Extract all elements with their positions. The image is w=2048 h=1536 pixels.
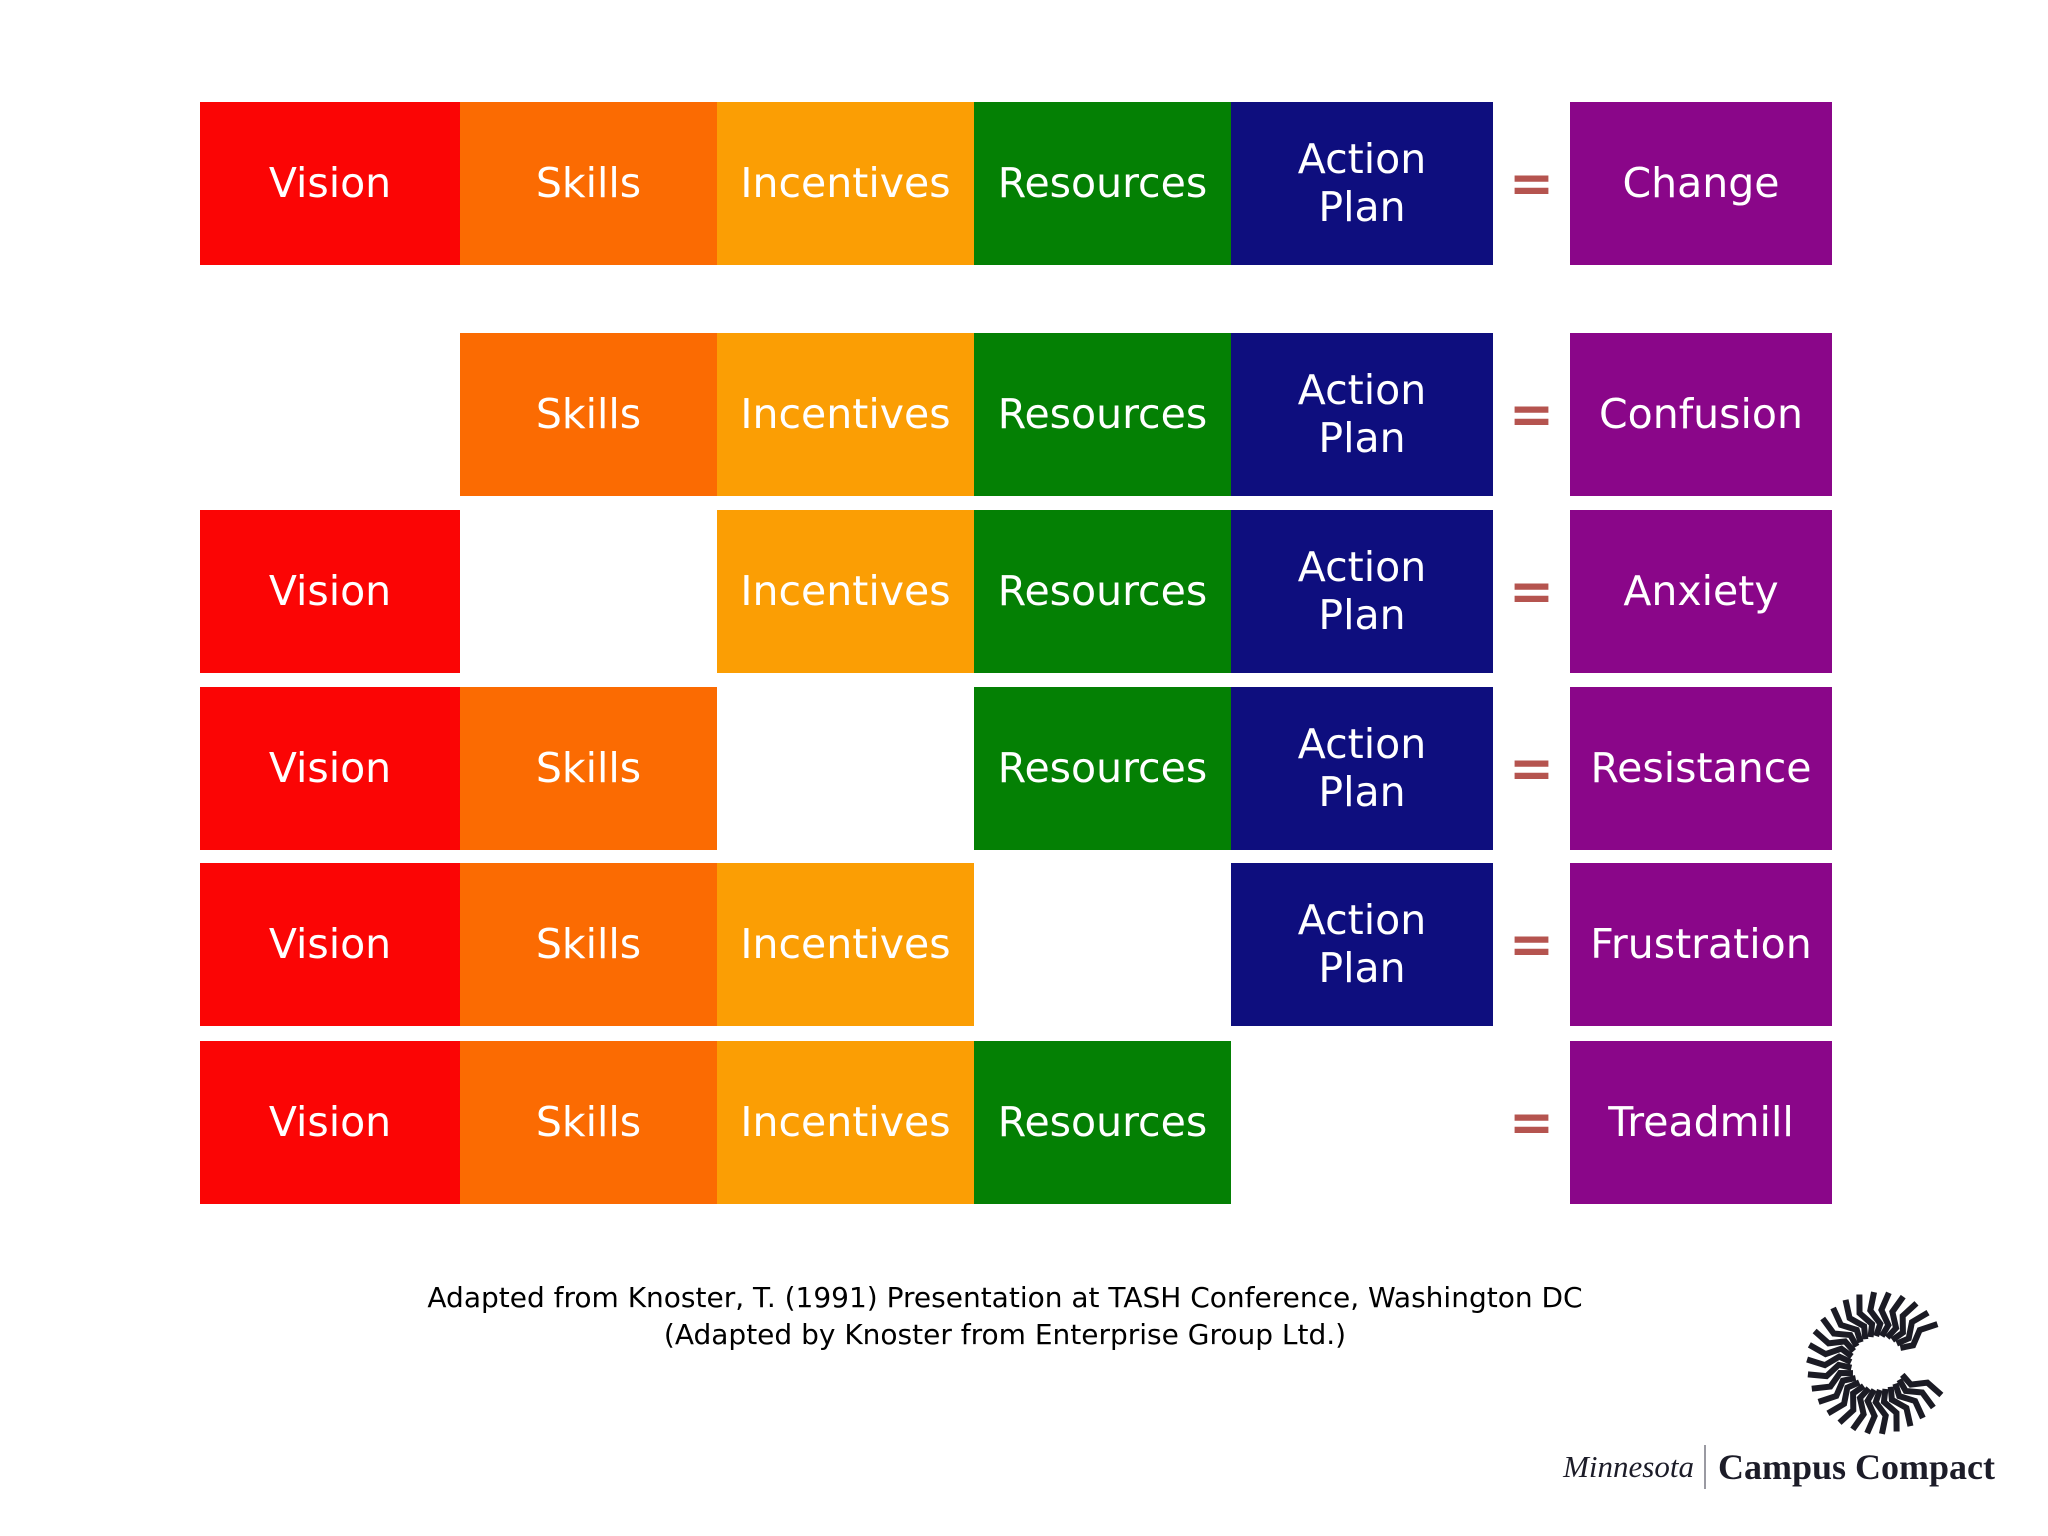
result-block-resistance: Resistance	[1570, 687, 1832, 850]
block-vision: Vision	[200, 863, 460, 1026]
result-label: Confusion	[1599, 389, 1803, 438]
block-label: Action Plan	[1297, 720, 1427, 816]
block-incentives: Incentives	[717, 102, 974, 265]
block-label: Action Plan	[1297, 896, 1427, 992]
block-label: Resources	[997, 389, 1208, 438]
logo-state-name: Minnesota	[1563, 1449, 1694, 1484]
block-label: Vision	[268, 158, 392, 207]
block-skills: Skills	[460, 102, 717, 265]
minnesota-campus-compact-logo: Minnesota Campus Compact	[1563, 1285, 2030, 1515]
result-block-confusion: Confusion	[1570, 333, 1832, 496]
block-label: Incentives	[740, 389, 951, 438]
block-skills: Skills	[460, 333, 717, 496]
block-action-plan: Action Plan	[1231, 102, 1493, 265]
block-label: Action Plan	[1297, 543, 1427, 639]
logo-divider	[1703, 1445, 1706, 1489]
result-label: Resistance	[1590, 743, 1812, 792]
block-label: Vision	[268, 743, 392, 792]
equals-sign: =	[1508, 383, 1555, 446]
block-action-plan: Action Plan	[1231, 863, 1493, 1026]
block-label: Incentives	[740, 1097, 951, 1146]
citation-line-1: Adapted from Knoster, T. (1991) Presenta…	[427, 1281, 1583, 1314]
block-vision: Vision	[200, 1041, 460, 1204]
block-resources: Resources	[974, 1041, 1231, 1204]
block-label: Incentives	[740, 158, 951, 207]
citation: Adapted from Knoster, T. (1991) Presenta…	[0, 1279, 2010, 1353]
block-label: Resources	[997, 743, 1208, 792]
citation-line-2: (Adapted by Knoster from Enterprise Grou…	[663, 1318, 1347, 1351]
block-action-plan: Action Plan	[1231, 687, 1493, 850]
block-label: Incentives	[740, 919, 951, 968]
equals-sign: =	[1508, 152, 1555, 215]
block-vision: Vision	[200, 687, 460, 850]
block-label: Action Plan	[1297, 135, 1427, 231]
block-label: Skills	[535, 919, 642, 968]
logo-org-name: Campus Compact	[1717, 1447, 1995, 1487]
block-action-plan: Action Plan	[1231, 510, 1493, 673]
block-label: Action Plan	[1297, 366, 1427, 462]
equals-sign: =	[1508, 737, 1555, 800]
block-incentives: Incentives	[717, 510, 974, 673]
block-label: Skills	[535, 389, 642, 438]
logo-wordmark: Minnesota Campus Compact	[1563, 1445, 1995, 1489]
block-resources: Resources	[974, 333, 1231, 496]
block-label: Vision	[268, 1097, 392, 1146]
campus-compact-spiral-icon	[1803, 1285, 1953, 1435]
result-block-frustration: Frustration	[1570, 863, 1832, 1026]
block-action-plan: Action Plan	[1231, 333, 1493, 496]
block-skills: Skills	[460, 863, 717, 1026]
block-incentives: Incentives	[717, 1041, 974, 1204]
block-resources: Resources	[974, 687, 1231, 850]
block-label: Incentives	[740, 566, 951, 615]
block-label: Resources	[997, 158, 1208, 207]
block-label: Resources	[997, 1097, 1208, 1146]
block-label: Skills	[535, 158, 642, 207]
equals-sign: =	[1508, 1091, 1555, 1154]
block-label: Skills	[535, 1097, 642, 1146]
block-label: Resources	[997, 566, 1208, 615]
result-block-anxiety: Anxiety	[1570, 510, 1832, 673]
block-label: Vision	[268, 919, 392, 968]
result-block-treadmill: Treadmill	[1570, 1041, 1832, 1204]
equals-sign: =	[1508, 913, 1555, 976]
block-resources: Resources	[974, 510, 1231, 673]
result-label: Anxiety	[1623, 566, 1779, 615]
block-skills: Skills	[460, 687, 717, 850]
result-block-change: Change	[1570, 102, 1832, 265]
block-incentives: Incentives	[717, 863, 974, 1026]
block-resources: Resources	[974, 102, 1231, 265]
result-label: Treadmill	[1608, 1097, 1794, 1146]
block-vision: Vision	[200, 510, 460, 673]
equals-sign: =	[1508, 560, 1555, 623]
result-label: Frustration	[1590, 919, 1812, 968]
result-label: Change	[1622, 158, 1780, 207]
block-skills: Skills	[460, 1041, 717, 1204]
block-incentives: Incentives	[717, 333, 974, 496]
block-label: Skills	[535, 743, 642, 792]
block-label: Vision	[268, 566, 392, 615]
block-vision: Vision	[200, 102, 460, 265]
